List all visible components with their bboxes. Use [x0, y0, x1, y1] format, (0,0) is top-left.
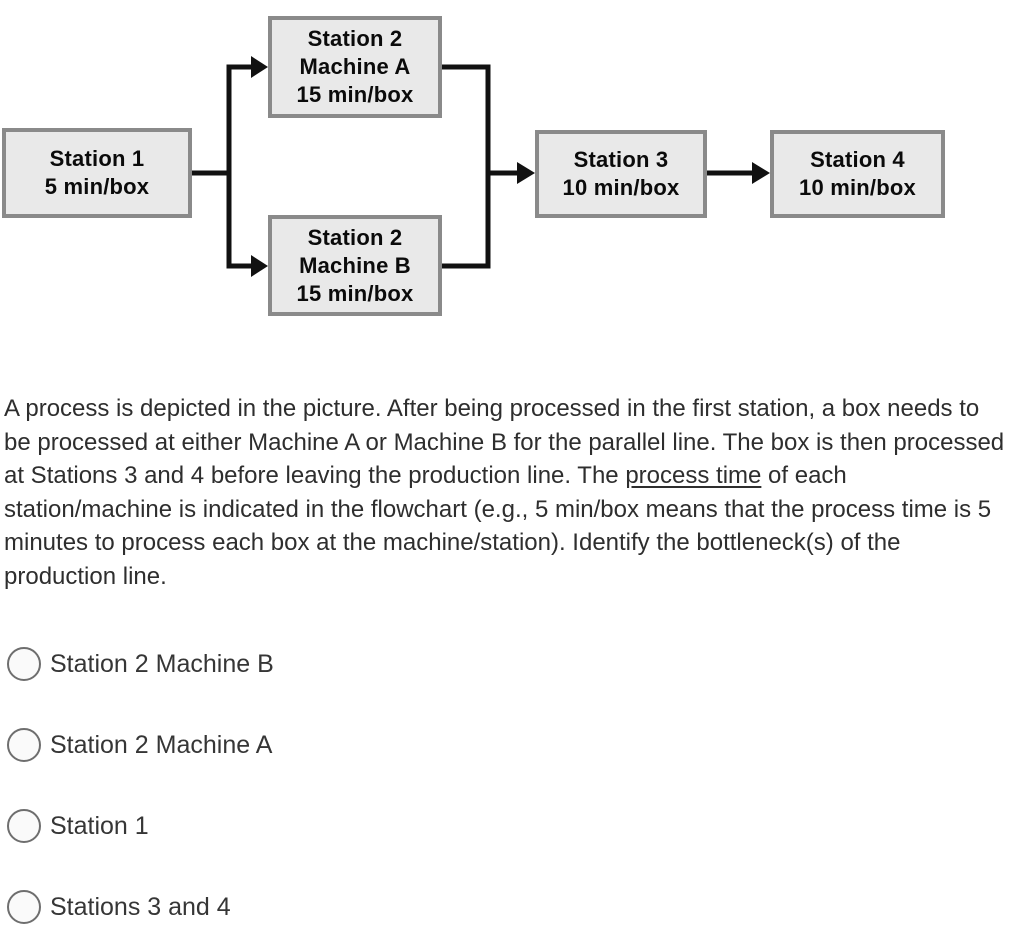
- option-label[interactable]: Station 1: [50, 811, 149, 840]
- flowchart-node-station1: Station 1 5 min/box: [2, 128, 192, 218]
- node-label-line: Machine B: [299, 252, 411, 278]
- answer-options: Station 2 Machine B Station 2 Machine A …: [7, 647, 274, 926]
- node-label-line: 15 min/box: [296, 280, 414, 306]
- node-label-line: 10 min/box: [799, 175, 916, 200]
- radio-button[interactable]: [7, 890, 41, 924]
- radio-button[interactable]: [7, 647, 41, 681]
- option-station2-machine-b[interactable]: Station 2 Machine B: [7, 647, 274, 681]
- question-text-before: A process is depicted in the picture. Af…: [4, 395, 1005, 489]
- option-label[interactable]: Station 2 Machine B: [50, 649, 274, 678]
- flowchart-connectors: [190, 56, 770, 277]
- question-text-after: of each station/machine is indicated in …: [4, 462, 992, 590]
- node-label-line: Station 3: [573, 147, 669, 172]
- node-label-line: Station 2: [307, 224, 403, 250]
- arrowhead-into-station4-icon: [752, 162, 770, 184]
- node-label-line: 15 min/box: [296, 82, 414, 107]
- arrowhead-into-station3-icon: [517, 162, 535, 184]
- process-flowchart: Station 1 5 min/box Station 2 Machine A …: [0, 0, 1024, 345]
- node-label-line: Station 4: [810, 147, 905, 172]
- question-underlined-phrase: process time: [625, 462, 762, 489]
- option-label[interactable]: Stations 3 and 4: [50, 892, 231, 921]
- question-text: A process is depicted in the picture. Af…: [4, 392, 1012, 593]
- node-label-line: Station 1: [49, 146, 145, 171]
- arrowhead-into-machine-b-icon: [251, 255, 268, 277]
- option-station1[interactable]: Station 1: [7, 809, 274, 843]
- flowchart-node-station2-machine-b: Station 2 Machine B 15 min/box: [268, 215, 442, 316]
- option-label[interactable]: Station 2 Machine A: [50, 730, 273, 759]
- node-label-line: 5 min/box: [44, 174, 150, 199]
- flowchart-node-station2-machine-a: Station 2 Machine A 15 min/box: [268, 16, 442, 118]
- option-stations-3-and-4[interactable]: Stations 3 and 4: [7, 890, 274, 924]
- radio-button[interactable]: [7, 728, 41, 762]
- flowchart-node-station4: Station 4 10 min/box: [770, 130, 945, 218]
- arrowhead-into-machine-a-icon: [251, 56, 268, 78]
- option-station2-machine-a[interactable]: Station 2 Machine A: [7, 728, 274, 762]
- node-label-line: Machine A: [299, 54, 411, 79]
- node-label-line: Station 2: [307, 26, 403, 51]
- flowchart-node-station3: Station 3 10 min/box: [535, 130, 707, 218]
- radio-button[interactable]: [7, 809, 41, 843]
- node-label-line: 10 min/box: [562, 175, 680, 200]
